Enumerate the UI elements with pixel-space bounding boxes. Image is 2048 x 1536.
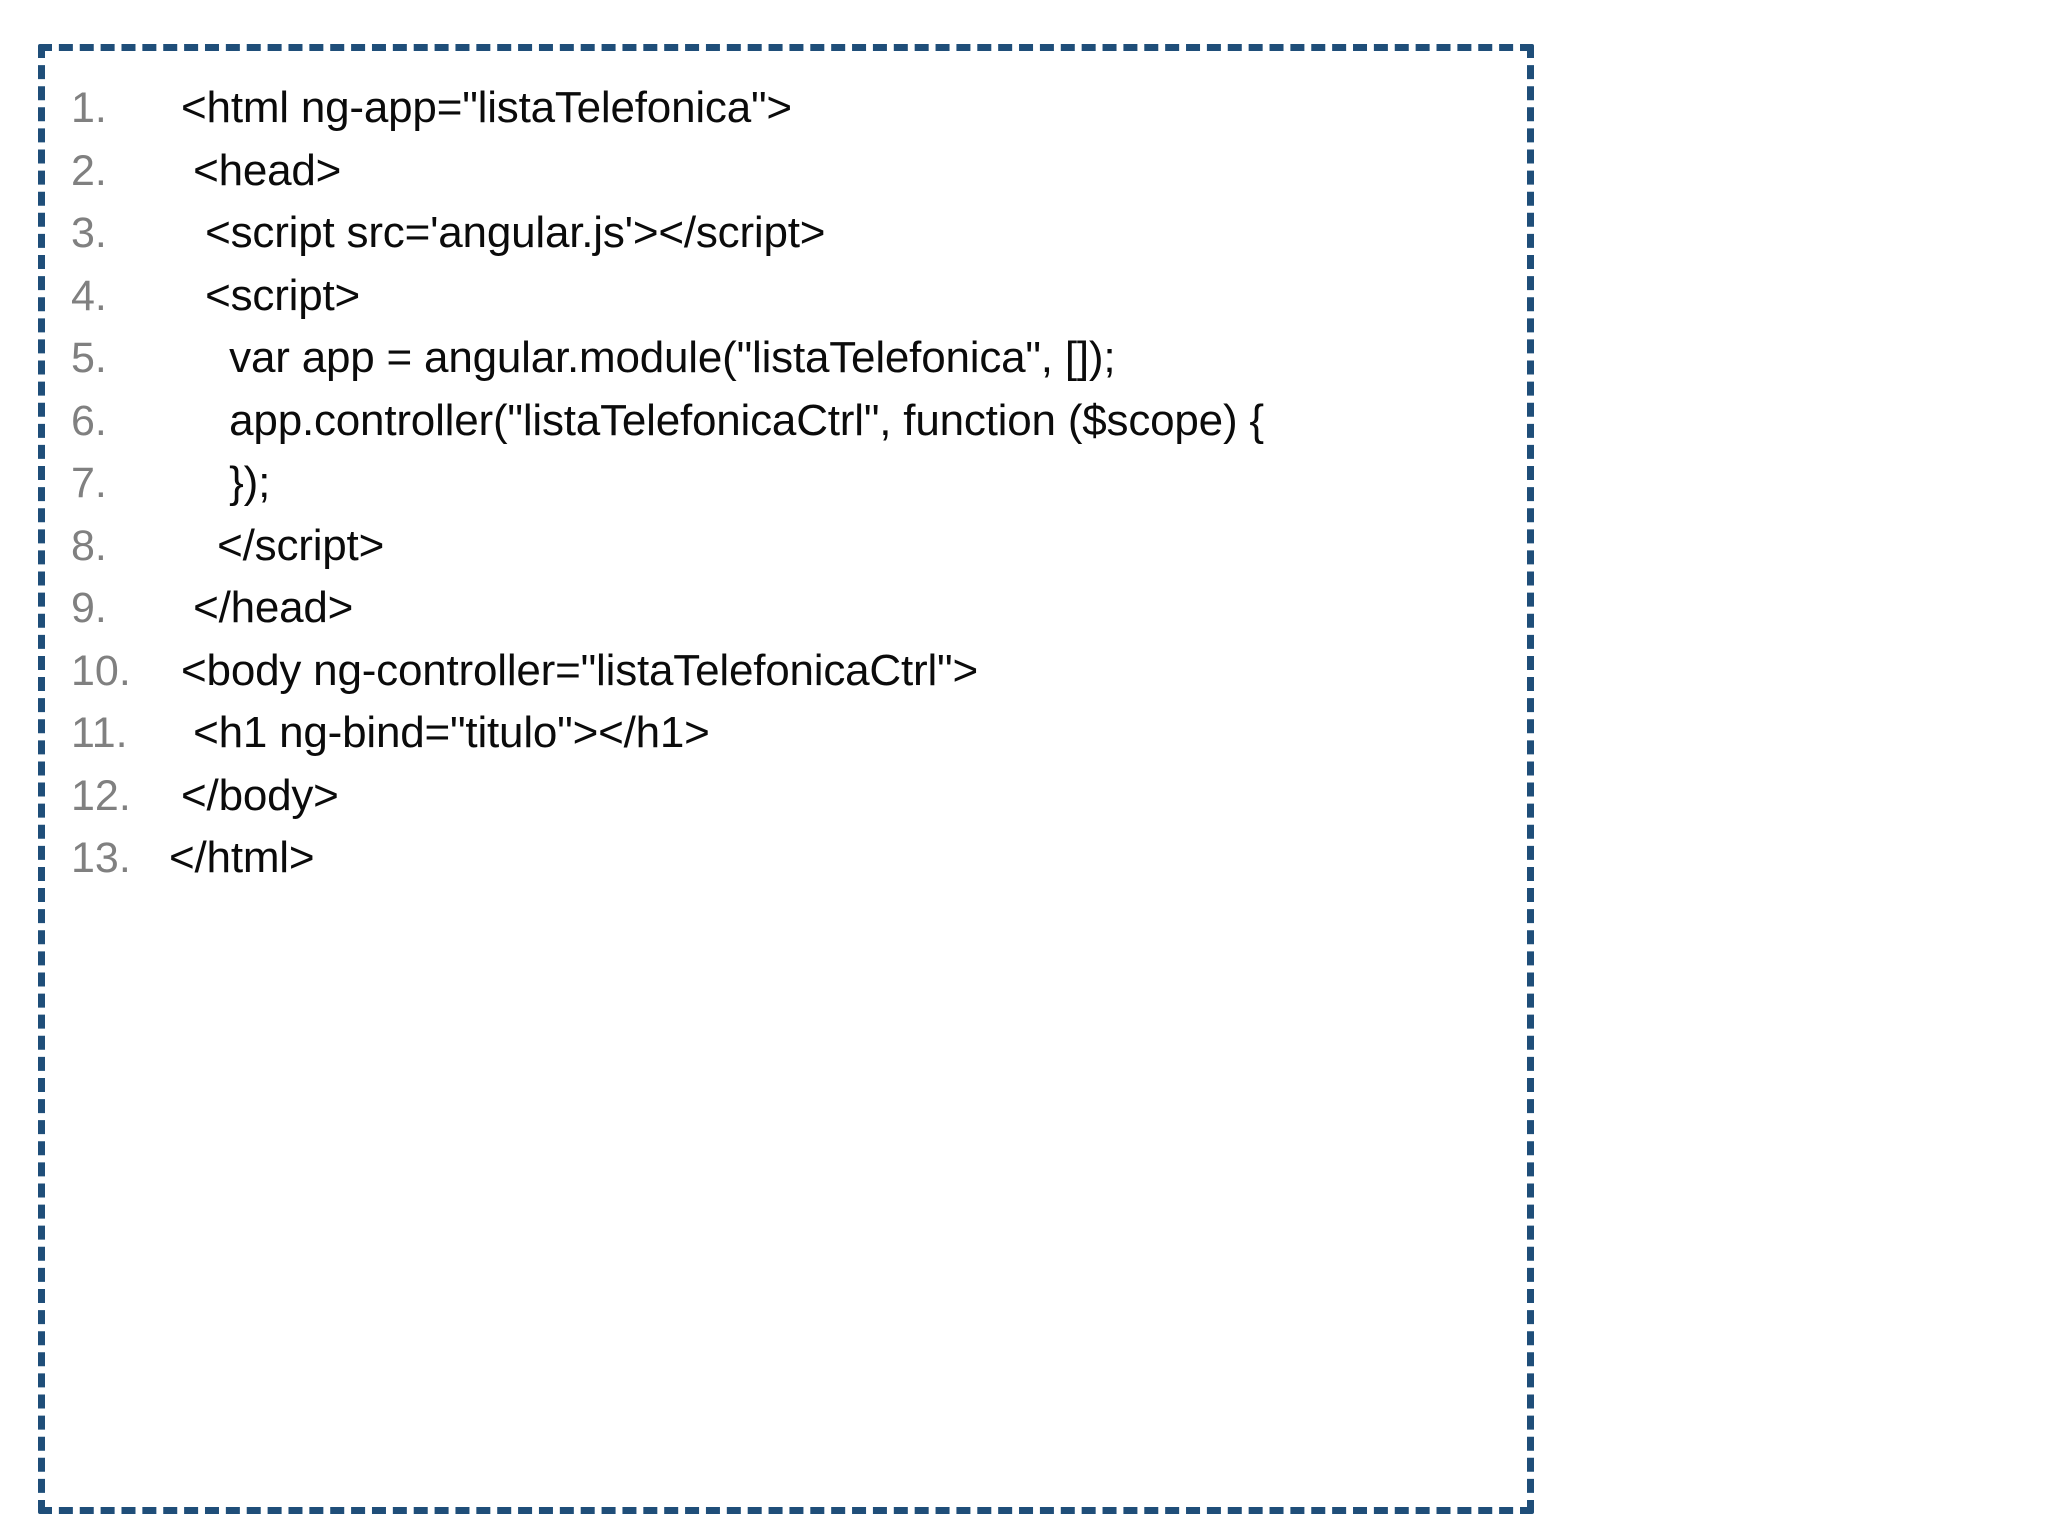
line-code: <script> [157, 270, 361, 320]
code-line: 3. <script src='angular.js'></script> [45, 202, 1527, 265]
line-code: </html> [157, 833, 315, 882]
line-number: 2. [71, 146, 107, 195]
line-code: <h1 ng-bind="titulo"></h1> [157, 708, 710, 757]
line-code: var app = angular.module("listaTelefonic… [157, 333, 1116, 382]
code-line: 8. </script> [45, 515, 1527, 578]
line-number: 9. [71, 584, 107, 632]
code-line: 9. </head> [45, 577, 1527, 640]
line-code: <html ng-app="listaTelefonica"> [157, 83, 792, 132]
line-code: <body ng-controller="listaTelefonicaCtrl… [157, 645, 978, 695]
line-number: 5. [71, 334, 107, 382]
line-code: </body> [157, 770, 339, 820]
line-number: 10. [71, 646, 131, 695]
line-code: <script src='angular.js'></script> [157, 208, 826, 257]
line-code: </script> [157, 520, 385, 570]
code-line: 4. <script> [45, 265, 1527, 328]
code-line: 13. </html> [45, 827, 1527, 890]
code-line: 5. var app = angular.module("listaTelefo… [45, 327, 1527, 390]
line-number: 12. [71, 771, 131, 820]
code-line: 10. <body ng-controller="listaTelefonica… [45, 640, 1527, 703]
line-number: 4. [71, 271, 107, 320]
line-code: <head> [157, 145, 342, 195]
line-number: 11. [71, 709, 128, 757]
line-number: 6. [71, 396, 107, 445]
code-line: 2. <head> [45, 140, 1527, 203]
line-number: 13. [71, 834, 131, 882]
code-line: 11. <h1 ng-bind="titulo"></h1> [45, 702, 1527, 765]
code-line: 12. </body> [45, 765, 1527, 828]
line-number: 1. [71, 84, 107, 132]
line-number: 7. [71, 459, 107, 507]
code-line: 6. app.controller("listaTelefonicaCtrl",… [45, 390, 1527, 453]
line-code: }); [157, 458, 271, 507]
code-listing: 1. <html ng-app="listaTelefonica">2. <he… [45, 77, 1527, 890]
line-code: </head> [157, 583, 354, 632]
line-number: 3. [71, 209, 107, 257]
code-line: 1. <html ng-app="listaTelefonica"> [45, 77, 1527, 140]
line-number: 8. [71, 521, 107, 570]
line-code: app.controller("listaTelefonicaCtrl", fu… [157, 395, 1264, 445]
code-listing-panel: 1. <html ng-app="listaTelefonica">2. <he… [38, 44, 1534, 1514]
code-line: 7. }); [45, 452, 1527, 515]
